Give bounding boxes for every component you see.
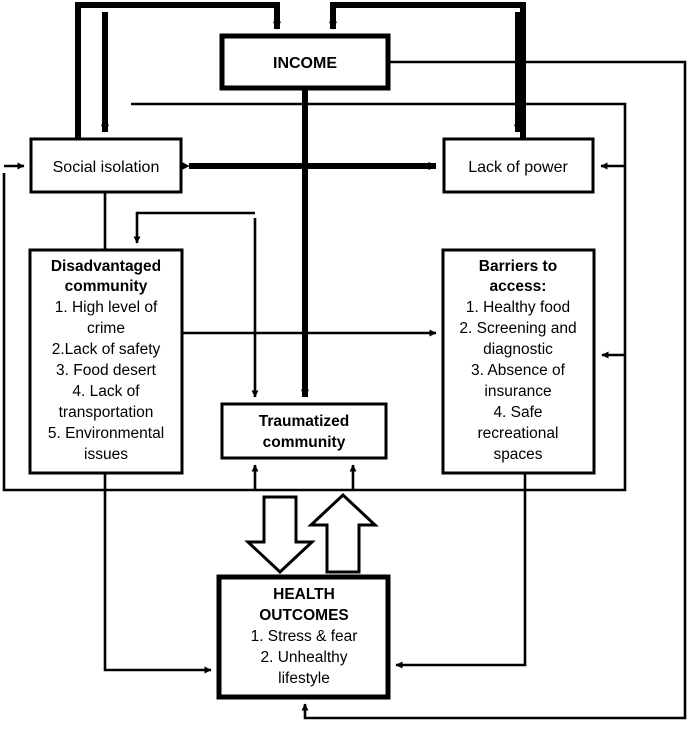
- traumatized-to-health-block-arrow: [244, 495, 316, 575]
- traumatized-community-label-line-2: community: [263, 434, 346, 451]
- connector-disadvantaged-community-to-health-outcomes: [103, 473, 212, 674]
- disadvantaged-community-title-line-2: community: [65, 278, 148, 295]
- health-to-traumatized-block-arrow: [307, 492, 379, 574]
- traumatized-community-box[interactable]: Traumatized community: [220, 402, 388, 460]
- barriers-to-access-item-3a: 3. Absence of: [471, 362, 566, 379]
- income-box[interactable]: INCOME: [219, 33, 391, 91]
- barriers-to-access-item-2a: 2. Screening and: [459, 320, 576, 337]
- disadvantaged-community-item-2: 2.Lack of safety: [52, 341, 161, 358]
- barriers-to-access-title-line-1: Barriers to: [479, 258, 557, 275]
- barriers-to-access-item-1: 1. Healthy food: [466, 299, 570, 316]
- connector-income-to-lack-of-power-and-barriers: [2, 102, 627, 492]
- disadvantaged-community-item-5b: issues: [84, 446, 128, 463]
- social-isolation-label: Social isolation: [53, 159, 160, 176]
- health-outcomes-title-line-2: OUTCOMES: [259, 607, 349, 624]
- health-outcomes-item-2b: lifestyle: [278, 670, 330, 687]
- lack-of-power-label: Lack of power: [468, 159, 568, 176]
- health-outcomes-item-1: 1. Stress & fear: [251, 628, 358, 645]
- social-isolation-box[interactable]: Social isolation: [29, 137, 183, 194]
- health-outcomes-box[interactable]: HEALTH OUTCOMES 1. Stress & fear 2. Unhe…: [216, 574, 391, 700]
- disadvantaged-community-item-4a: 4. Lack of: [72, 383, 140, 400]
- disadvantaged-community-item-5a: 5. Environmental: [48, 425, 164, 442]
- health-outcomes-title-line-1: HEALTH: [273, 586, 335, 603]
- connector-health-outcomes-feedback-loop: [301, 60, 687, 720]
- disadvantaged-community-title-line-1: Disadvantaged: [51, 258, 161, 275]
- connector-social-isolation-to-income: [75, 2, 282, 139]
- health-outcomes-item-2a: 2. Unhealthy: [260, 649, 347, 666]
- disadvantaged-community-item-4b: transportation: [59, 404, 154, 421]
- barriers-to-access-item-2b: diagnostic: [483, 341, 553, 358]
- income-label: INCOME: [273, 55, 337, 72]
- barriers-to-access-item-3b: insurance: [484, 383, 551, 400]
- lack-of-power-box[interactable]: Lack of power: [442, 137, 595, 194]
- connector-barriers-to-access-to-health-outcomes: [395, 473, 527, 669]
- barriers-to-access-item-4b: recreational: [478, 425, 559, 442]
- disadvantaged-community-item-1a: 1. High level of: [55, 299, 158, 316]
- node-layer: INCOME Social isolation Lack of power Di…: [28, 33, 596, 700]
- disadvantaged-community-box[interactable]: Disadvantaged community 1. High level of…: [28, 248, 184, 475]
- disadvantaged-community-item-3: 3. Food desert: [56, 362, 157, 379]
- barriers-to-access-box[interactable]: Barriers to access: 1. Healthy food 2. S…: [441, 248, 596, 475]
- traumatized-community-label-line-1: Traumatized: [259, 413, 349, 430]
- connector-lack-of-power-to-disadvantaged-community: [133, 211, 255, 244]
- barriers-to-access-title-line-2: access:: [490, 278, 547, 295]
- disadvantaged-community-item-1b: crime: [87, 320, 125, 337]
- barriers-to-access-item-4a: 4. Safe: [493, 404, 542, 421]
- connector-lack-of-power-to-income: [328, 2, 526, 139]
- barriers-to-access-item-4c: spaces: [493, 446, 542, 463]
